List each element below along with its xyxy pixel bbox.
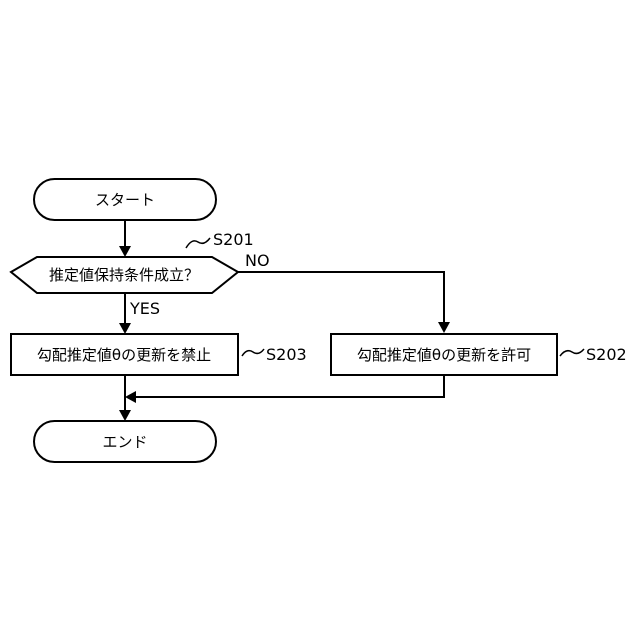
start-terminal: スタート	[34, 179, 216, 220]
arrowhead-decision-to-permit	[438, 322, 450, 333]
branch-label-yes: YES	[129, 299, 160, 318]
arrowhead-to-end	[119, 410, 131, 421]
process-prohibit-update-label: 勾配推定値θの更新を禁止	[37, 346, 211, 364]
step-tag-s202-leader	[560, 349, 584, 356]
arrowhead-permit-to-merge	[125, 391, 136, 403]
process-prohibit-update: 勾配推定値θの更新を禁止	[11, 334, 238, 375]
end-terminal: エンド	[34, 421, 216, 462]
process-permit-update: 勾配推定値θの更新を許可	[331, 334, 557, 375]
end-terminal-label: エンド	[102, 433, 147, 451]
decision-node: 推定値保持条件成立？	[11, 257, 238, 293]
decision-node-label: 推定値保持条件成立？	[49, 266, 199, 284]
step-tag-s203: S203	[266, 345, 307, 364]
branch-label-no: NO	[245, 251, 270, 270]
step-tag-s201: S201	[213, 230, 254, 249]
connector-permit-to-merge	[136, 375, 444, 397]
step-tag-s203-leader	[242, 349, 264, 356]
start-terminal-label: スタート	[95, 191, 155, 209]
step-tag-s201-leader	[186, 238, 210, 248]
arrowhead-decision-to-prohibit	[119, 323, 131, 334]
process-permit-update-label: 勾配推定値θの更新を許可	[357, 346, 531, 364]
arrowhead-start-to-decision	[119, 246, 131, 257]
step-tag-s202: S202	[586, 345, 627, 364]
connector-decision-to-permit	[238, 272, 444, 324]
